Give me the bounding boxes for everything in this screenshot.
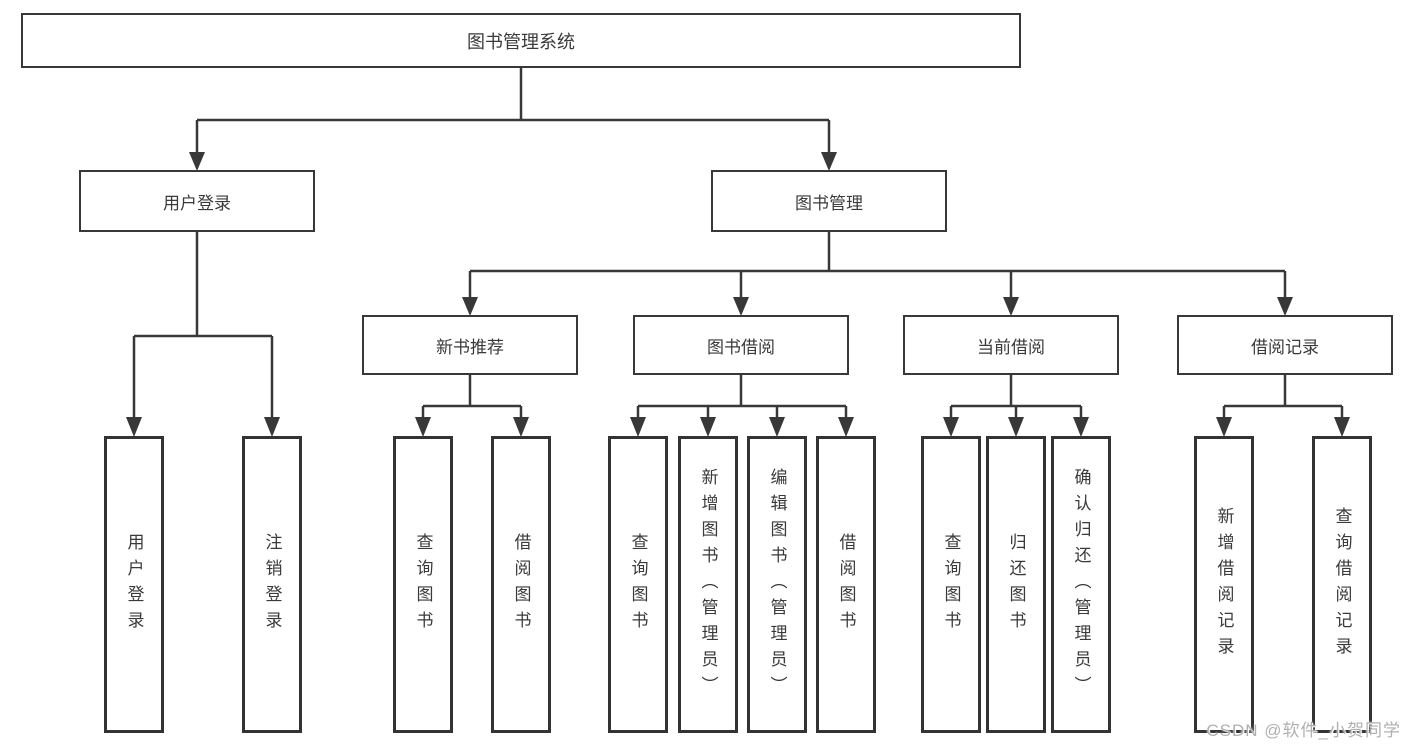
arrow-down-icon [513,417,529,437]
arrow-down-icon [733,297,749,316]
leaf-confirm-return-admin: 确认归还（管理员） [1051,436,1111,733]
arrow-down-icon [1216,417,1232,437]
leaf-label: 归还图书 [1006,532,1026,637]
leaf-label: 用户登录 [124,532,144,637]
leaf-label: 新增图书（管理员） [698,467,718,702]
leaf-query-books-recommend: 查询图书 [393,436,453,733]
node-user-login: 用户登录 [79,170,315,232]
leaf-label: 查询借阅记录 [1332,506,1352,663]
leaf-label: 查询图书 [941,532,961,637]
leaf-label: 新增借阅记录 [1214,506,1234,663]
leaf-label: 注销登录 [262,532,282,637]
arrow-down-icon [943,417,959,437]
arrow-down-icon [1277,297,1293,316]
leaf-add-borrow-record: 新增借阅记录 [1194,436,1254,733]
leaf-borrow-books-recommend: 借阅图书 [491,436,551,733]
leaf-label: 查询图书 [628,532,648,637]
leaf-label: 确认归还（管理员） [1071,467,1091,702]
leaf-edit-books-admin: 编辑图书（管理员） [747,436,807,733]
leaf-user-login: 用户登录 [104,436,164,733]
arrow-down-icon [126,417,142,437]
leaf-label: 借阅图书 [511,532,531,637]
leaf-return-books: 归还图书 [986,436,1046,733]
arrow-down-icon [189,152,205,171]
arrow-down-icon [838,417,854,437]
leaf-label: 借阅图书 [836,532,856,637]
arrow-down-icon [264,417,280,437]
leaf-label: 编辑图书（管理员） [767,467,787,702]
node-book-borrowing: 图书借阅 [633,315,849,375]
leaf-query-books-borrowing: 查询图书 [608,436,668,733]
leaf-query-books-current: 查询图书 [921,436,981,733]
arrow-down-icon [630,417,646,437]
csdn-watermark: CSDN @软件_小贺同学 [1206,721,1401,740]
node-borrowing-records: 借阅记录 [1177,315,1393,375]
arrow-down-icon [462,297,478,316]
node-library-management-system: 图书管理系统 [21,13,1021,68]
leaf-add-books-admin: 新增图书（管理员） [678,436,738,733]
leaf-label: 查询图书 [413,532,433,637]
arrow-down-icon [700,417,716,437]
arrow-down-icon [1334,417,1350,437]
arrow-down-icon [1008,417,1024,437]
arrow-down-icon [769,417,785,437]
arrow-down-icon [415,417,431,437]
node-book-management: 图书管理 [711,170,947,232]
leaf-borrow-books-borrowing: 借阅图书 [816,436,876,733]
leaf-logout-login: 注销登录 [242,436,302,733]
arrow-down-icon [1003,297,1019,316]
node-current-borrowing: 当前借阅 [903,315,1119,375]
arrow-down-icon [821,152,837,171]
arrow-down-icon [1073,417,1089,437]
node-new-book-recommendation: 新书推荐 [362,315,578,375]
leaf-query-borrow-record: 查询借阅记录 [1312,436,1372,733]
